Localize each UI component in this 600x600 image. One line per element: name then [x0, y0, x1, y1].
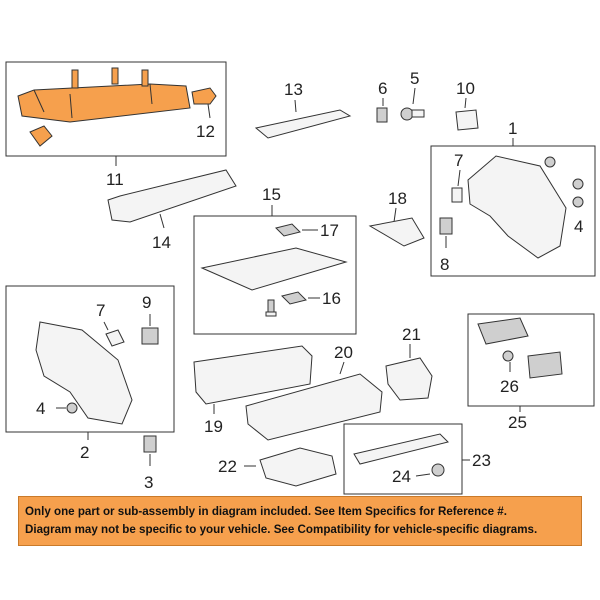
callout-12: 12 [196, 122, 215, 141]
part-23 [353, 433, 449, 465]
part-14 [107, 169, 237, 223]
part-6 [376, 107, 388, 123]
part-1-clip-a [544, 156, 556, 168]
callout-21: 21 [402, 325, 421, 344]
notice-line-1: Only one part or sub-assembly in diagram… [25, 505, 507, 518]
callout-1: 1 [508, 119, 517, 138]
callout-24: 24 [392, 467, 411, 486]
notice-banner: Only one part or sub-assembly in diagram… [18, 496, 582, 546]
callout-4a: 4 [36, 399, 45, 418]
part-25 [477, 317, 529, 345]
part-17 [275, 223, 301, 237]
part-4a [66, 402, 78, 414]
part-18 [368, 217, 425, 247]
part-26 [502, 350, 514, 362]
part-16 [281, 291, 307, 305]
notice-line-2: Diagram may not be specific to your vehi… [25, 523, 538, 536]
callout-5: 5 [410, 69, 419, 88]
callout-20: 20 [334, 343, 353, 362]
callout-2: 2 [80, 443, 89, 462]
part-1-clip-b [572, 178, 584, 190]
tonneau-bracket-part [191, 87, 217, 105]
part-19 [193, 345, 313, 405]
callout-4b: 4 [574, 217, 583, 236]
part-21 [385, 357, 433, 401]
callout-18: 18 [388, 189, 407, 208]
part-8 [439, 217, 453, 235]
part-22 [259, 447, 337, 487]
callout-7b: 7 [454, 151, 463, 170]
callout-6: 6 [378, 79, 387, 98]
callout-19: 19 [204, 417, 223, 436]
callout-9: 9 [142, 293, 151, 312]
callout-16: 16 [322, 289, 341, 308]
part-20 [245, 373, 383, 441]
tonneau-cover-part [17, 67, 191, 147]
group-box-23 [343, 423, 463, 495]
callout-7a: 7 [96, 301, 105, 320]
part-3 [143, 435, 157, 453]
part-15 [200, 247, 348, 291]
callout-14: 14 [152, 233, 171, 252]
part-10 [455, 109, 479, 131]
group-box-2 [5, 285, 175, 433]
part-4b [572, 196, 584, 208]
callout-10: 10 [456, 79, 475, 98]
part-1 [467, 155, 567, 259]
group-box-1 [430, 145, 596, 277]
part-2 [35, 321, 133, 425]
group-box-25 [467, 313, 595, 407]
callout-23: 23 [472, 451, 491, 470]
callout-25: 25 [508, 413, 527, 432]
group-box-15 [193, 215, 357, 335]
callout-15: 15 [262, 185, 281, 204]
part-7b [451, 187, 463, 203]
part-7a [105, 329, 125, 347]
callout-8: 8 [440, 255, 449, 274]
part-13 [254, 109, 352, 139]
callout-17: 17 [320, 221, 339, 240]
callout-26: 26 [500, 377, 519, 396]
callout-13: 13 [284, 80, 303, 99]
part-5 [400, 107, 425, 121]
callout-11: 11 [106, 170, 124, 189]
part-25-lamp [527, 351, 563, 379]
part-16-clip [265, 299, 277, 317]
part-9 [141, 327, 159, 345]
callout-22: 22 [218, 457, 237, 476]
part-24 [431, 463, 445, 477]
callout-3: 3 [144, 473, 153, 492]
